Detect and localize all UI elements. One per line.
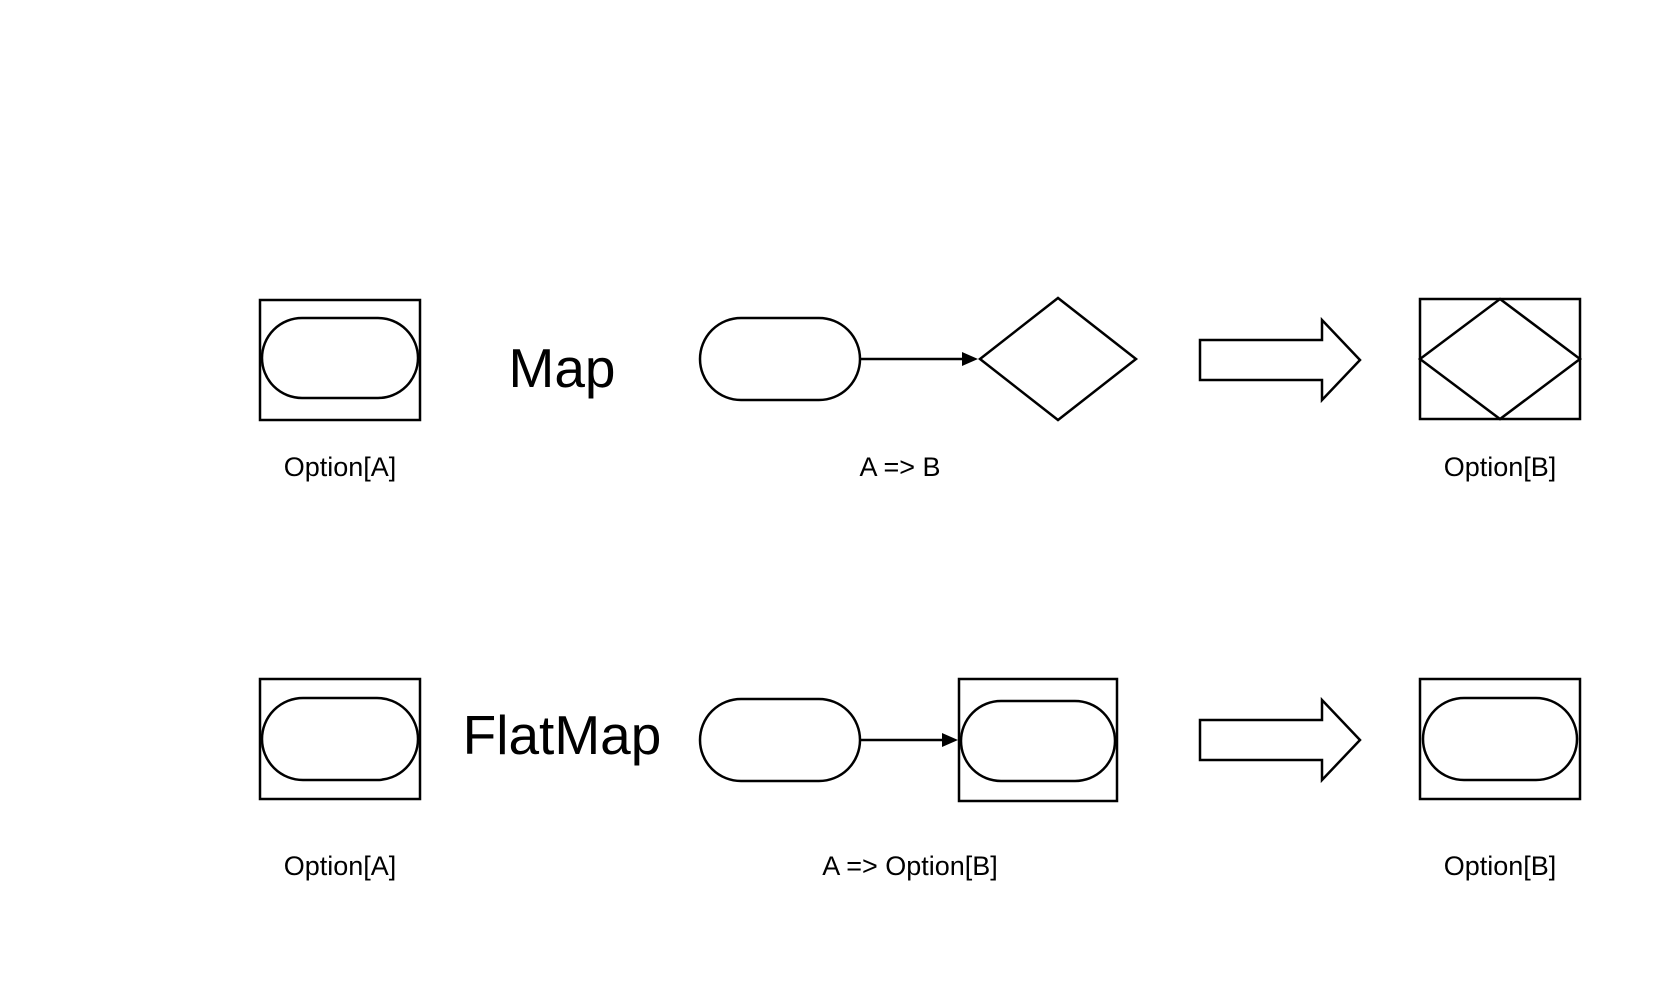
map-function-diamond bbox=[977, 296, 1139, 422]
flatmap-result-block-arrow bbox=[1198, 696, 1362, 784]
flatmap-output-value-pill bbox=[1421, 696, 1579, 782]
flatmap-function-arrowhead bbox=[942, 733, 958, 747]
flatmap-output-option-box bbox=[1418, 677, 1582, 801]
flatmap-output-label: Option[B] bbox=[1444, 851, 1557, 881]
map-row: Map Option[A] A => B Option[B] bbox=[258, 296, 1583, 482]
map-row-title: Map bbox=[509, 337, 616, 399]
flatmap-input-label: Option[A] bbox=[284, 851, 397, 881]
map-function-input-pill bbox=[698, 316, 862, 402]
flatmap-function-label: A => Option[B] bbox=[822, 851, 998, 881]
map-function-arrowhead bbox=[962, 352, 978, 366]
map-output-label: Option[B] bbox=[1444, 452, 1557, 482]
flatmap-function-option-box bbox=[957, 677, 1119, 803]
flatmap-function-value-pill bbox=[959, 699, 1117, 783]
map-function-label: A => B bbox=[859, 452, 940, 482]
map-output-option-box bbox=[1418, 297, 1582, 421]
map-input-value-pill bbox=[260, 316, 420, 400]
flatmap-input-value-pill bbox=[260, 696, 420, 782]
map-output-diamond bbox=[1417, 297, 1583, 421]
map-input-option-box bbox=[258, 298, 422, 422]
flatmap-row-title: FlatMap bbox=[463, 704, 662, 766]
flatmap-input-option-box bbox=[258, 677, 422, 801]
flatmap-function-input-pill bbox=[698, 697, 862, 783]
map-input-label: Option[A] bbox=[284, 452, 397, 482]
flatmap-row: FlatMap Option[A] A => Option[B] Option[… bbox=[258, 677, 1582, 881]
map-result-block-arrow bbox=[1198, 316, 1362, 404]
